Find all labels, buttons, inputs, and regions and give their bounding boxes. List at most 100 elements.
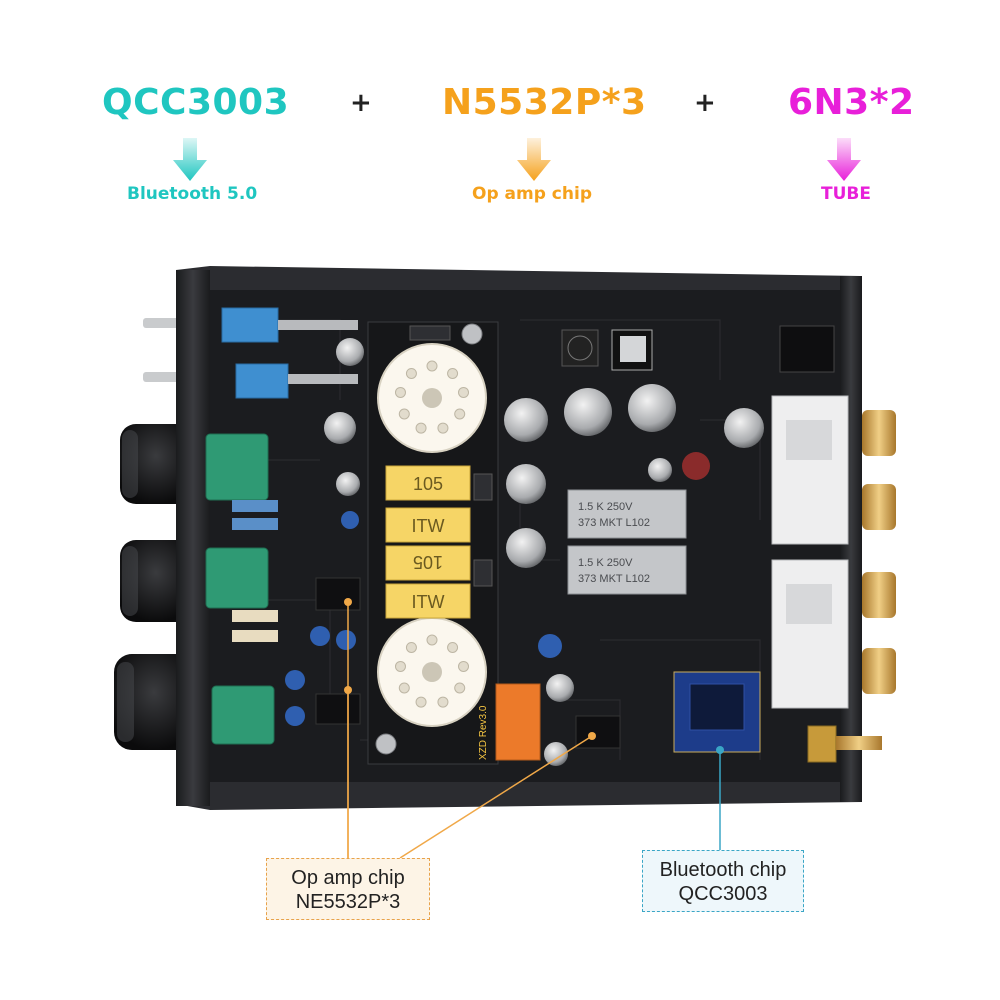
header-title-n5532p: N5532P*3	[442, 82, 647, 123]
capacitor	[682, 452, 710, 480]
op-amp-callout: Op amp chip NE5532P*3	[266, 858, 430, 920]
film-cap-text: 373 MKT L102	[578, 517, 650, 529]
capacitor	[336, 630, 356, 650]
volume-knob	[120, 424, 192, 504]
mkt-film-capacitor: 1.5 K 250V 373 MKT L102	[567, 489, 687, 539]
socket-pin-hole	[458, 660, 470, 672]
capacitor	[546, 674, 574, 702]
tube-socket	[377, 617, 487, 727]
socket-pin-hole	[415, 422, 427, 434]
capacitor	[336, 472, 360, 496]
leader-dot	[588, 732, 596, 740]
plus-separator: +	[694, 88, 716, 118]
bluetooth-callout: Bluetooth chip QCC3003	[642, 850, 804, 912]
capacitor	[285, 670, 305, 690]
speaker-terminal	[771, 559, 849, 709]
socket-pin-hole	[394, 660, 406, 672]
tube-socket	[377, 343, 487, 453]
plus-separator: +	[350, 88, 372, 118]
capacitor	[564, 388, 612, 436]
antenna-connector	[807, 725, 837, 763]
film-capacitor: ITW	[385, 583, 471, 619]
capacitor-label: 105	[413, 552, 443, 572]
arrow-down-icon	[517, 138, 551, 181]
socket-pin-hole	[398, 408, 410, 420]
capacitor-label: ITW	[412, 516, 445, 536]
arrow-down-icon	[827, 138, 861, 181]
capacitor-label: 105	[413, 474, 443, 494]
bass-knob	[114, 654, 194, 750]
socket-pin-hole	[454, 682, 466, 694]
capacitor	[506, 464, 546, 504]
potentiometer	[211, 685, 275, 745]
resistor	[232, 518, 278, 530]
film-capacitor: 105	[385, 545, 471, 581]
resistor	[232, 630, 278, 642]
socket-pin-hole	[398, 682, 410, 694]
capacitor	[648, 458, 672, 482]
op-amp-chip	[575, 715, 621, 749]
capacitor	[310, 626, 330, 646]
leader-dot	[344, 598, 352, 606]
socket-pin-hole	[437, 696, 449, 708]
board-revision-label: XZD Rev3.0	[478, 705, 489, 760]
callout-line: Bluetooth chip	[659, 859, 787, 881]
socket-pin-hole	[426, 634, 438, 646]
capacitor	[504, 398, 548, 442]
leader-dot	[344, 686, 352, 694]
pin-header	[409, 325, 451, 341]
front-panel	[176, 270, 210, 806]
film-cap-text: 1.5 K 250V	[578, 501, 633, 513]
socket-pin-hole	[437, 422, 449, 434]
socket-pin-hole	[405, 641, 417, 653]
pin-header	[473, 473, 493, 501]
header-title-6n3: 6N3*2	[788, 82, 915, 123]
callout-line: QCC3003	[678, 883, 768, 905]
potentiometer	[205, 433, 269, 501]
arrow-down-icon	[173, 138, 207, 181]
socket-pin-hole	[447, 641, 459, 653]
socket-pin-hole	[426, 360, 438, 372]
toggle-switch	[221, 307, 358, 343]
film-capacitor: ITW	[385, 507, 471, 543]
socket-pin-hole	[447, 367, 459, 379]
capacitor	[341, 511, 359, 529]
bluetooth-module	[673, 671, 761, 753]
screw	[461, 323, 483, 345]
antenna-jack	[836, 736, 882, 750]
mkt-film-capacitor: 1.5 K 250V 373 MKT L102	[567, 545, 687, 595]
inductor	[561, 329, 599, 367]
rca-jack	[862, 484, 896, 530]
capacitor	[628, 384, 676, 432]
op-amp-leader-line	[347, 602, 593, 859]
callout-line: NE5532P*3	[295, 891, 401, 913]
capacitor	[724, 408, 764, 448]
rca-jack	[862, 410, 896, 456]
capacitor	[285, 706, 305, 726]
capacitor	[538, 634, 562, 658]
treble-knob	[120, 540, 192, 622]
relay	[495, 683, 541, 761]
capacitor	[506, 528, 546, 568]
socket-pin-hole	[394, 386, 406, 398]
speaker-terminal	[771, 395, 849, 545]
dc-power-jack	[779, 325, 835, 373]
capacitor	[544, 742, 568, 766]
screw	[375, 733, 397, 755]
resistor	[232, 500, 278, 512]
socket-pin-hole	[405, 367, 417, 379]
film-cap-text: 1.5 K 250V	[578, 557, 633, 569]
header-subtitle-bluetooth: Bluetooth 5.0	[127, 184, 258, 204]
socket-pin-hole	[415, 696, 427, 708]
op-amp-chip	[315, 577, 361, 611]
film-cap-text: 373 MKT L102	[578, 573, 650, 585]
capacitor	[336, 338, 364, 366]
socket-pin-hole	[458, 386, 470, 398]
toggle-switch	[235, 363, 358, 399]
rca-jack	[862, 648, 896, 694]
film-capacitor: 105	[385, 465, 471, 501]
potentiometer	[205, 547, 269, 609]
capacitor	[324, 412, 356, 444]
op-amp-chip	[315, 693, 361, 725]
